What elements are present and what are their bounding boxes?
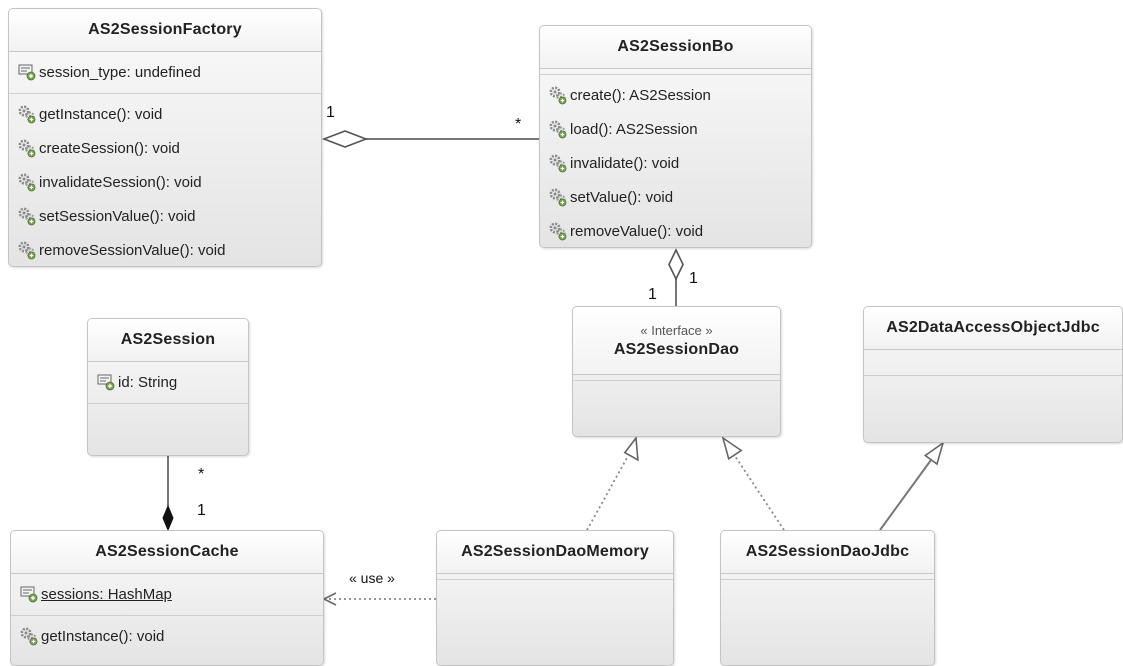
operations-compartment	[864, 376, 1122, 396]
attribute-row[interactable]: sessions: HashMap	[19, 577, 323, 611]
operation-row[interactable]: setValue(): void	[548, 180, 811, 214]
operations-compartment	[721, 580, 934, 600]
operation-text: getInstance(): void	[39, 105, 163, 123]
class-as2session[interactable]: AS2Session id: String	[87, 318, 249, 456]
multiplicity-bo-dao-target: 1	[689, 270, 698, 287]
class-as2sessioncache[interactable]: AS2SessionCache sessions: HashMap getIns…	[10, 530, 324, 666]
multiplicity-session-cache-source: *	[198, 466, 205, 483]
class-as2sessionbo[interactable]: AS2SessionBo create(): AS2Session load()…	[539, 25, 812, 248]
attributes-compartment	[721, 574, 934, 580]
gear-icon	[548, 221, 568, 241]
edge-memory-cache-use	[322, 592, 436, 606]
attributes-compartment	[864, 350, 1122, 376]
field-icon	[17, 62, 37, 82]
operations-compartment	[437, 580, 673, 600]
gear-icon	[17, 138, 37, 158]
operation-row[interactable]: removeValue(): void	[548, 214, 811, 248]
operation-text: removeSessionValue(): void	[39, 241, 226, 259]
class-as2dataaccessobjectjdbc[interactable]: AS2DataAccessObjectJdbc	[863, 306, 1123, 443]
edge-jdbc-dao-realization	[721, 436, 785, 531]
operation-row[interactable]: getInstance(): void	[17, 97, 321, 131]
class-name: AS2Session	[120, 331, 216, 348]
class-as2sessiondaomemory[interactable]: AS2SessionDaoMemory	[436, 530, 674, 666]
class-name: AS2SessionDaoJdbc	[745, 543, 910, 560]
gear-icon	[17, 104, 37, 124]
operations-compartment: create(): AS2Session load(): AS2Session …	[540, 75, 811, 248]
attribute-text: id: String	[118, 373, 178, 391]
edge-memory-dao-realization	[586, 435, 639, 531]
operation-text: getInstance(): void	[41, 627, 165, 645]
class-name: AS2SessionCache	[95, 543, 239, 560]
edge-bo-dao	[668, 248, 684, 306]
class-name: AS2SessionDaoMemory	[461, 543, 649, 560]
gear-icon	[17, 240, 37, 260]
attribute-row[interactable]: session_type: undefined	[17, 55, 321, 89]
attributes-compartment: session_type: undefined	[9, 52, 321, 94]
operation-row[interactable]: invalidate(): void	[548, 146, 811, 180]
operation-row[interactable]: invalidateSession(): void	[17, 165, 321, 199]
aggregation-diamond	[668, 248, 684, 281]
field-icon	[96, 372, 116, 392]
interface-as2sessiondao[interactable]: « Interface » AS2SessionDao	[572, 306, 781, 437]
attribute-text: sessions: HashMap	[41, 585, 172, 603]
multiplicity-bo-dao-source: 1	[648, 286, 657, 303]
attribute-text: session_type: undefined	[39, 63, 201, 81]
generalization-arrowhead	[923, 441, 945, 466]
operation-row[interactable]: createSession(): void	[17, 131, 321, 165]
composition-diamond	[162, 504, 174, 532]
operations-compartment	[88, 404, 248, 424]
class-as2sessionfactory[interactable]: AS2SessionFactory session_type: undefine…	[8, 8, 322, 267]
class-as2sessiondaojdbc[interactable]: AS2SessionDaoJdbc	[720, 530, 935, 666]
attribute-row[interactable]: id: String	[96, 365, 248, 399]
operation-text: load(): AS2Session	[570, 120, 698, 138]
multiplicity-factory-bo-source: 1	[326, 104, 335, 121]
gear-icon	[548, 153, 568, 173]
gear-icon	[548, 85, 568, 105]
operation-text: create(): AS2Session	[570, 86, 711, 104]
gear-icon	[17, 172, 37, 192]
operation-row[interactable]: load(): AS2Session	[548, 112, 811, 146]
realization-arrowhead	[623, 435, 639, 462]
dependency-arrowhead	[322, 592, 337, 606]
class-name: AS2SessionDao	[613, 340, 740, 358]
gear-icon	[548, 119, 568, 139]
gear-icon	[17, 206, 37, 226]
edge-jdbc-base-generalization	[879, 441, 945, 531]
operations-compartment	[573, 381, 780, 401]
attributes-compartment	[540, 69, 811, 75]
multiplicity-factory-bo-target: *	[515, 116, 522, 133]
stereotype-label: « Interface »	[640, 322, 713, 338]
operation-text: invalidate(): void	[570, 154, 680, 172]
operation-row[interactable]: getInstance(): void	[19, 619, 323, 653]
operation-text: createSession(): void	[39, 139, 180, 157]
operation-row[interactable]: removeSessionValue(): void	[17, 233, 321, 267]
multiplicity-session-cache-target: 1	[197, 502, 206, 519]
gear-icon	[548, 187, 568, 207]
operation-row[interactable]: create(): AS2Session	[548, 78, 811, 112]
use-dependency-label: « use »	[349, 570, 395, 586]
aggregation-diamond	[321, 130, 369, 148]
attributes-compartment	[573, 375, 780, 381]
attributes-compartment: sessions: HashMap	[11, 574, 323, 616]
attributes-compartment	[437, 574, 673, 580]
field-icon	[19, 584, 39, 604]
class-name: AS2SessionFactory	[88, 21, 242, 38]
gear-icon	[19, 626, 39, 646]
operations-compartment: getInstance(): void	[11, 616, 323, 657]
operation-text: removeValue(): void	[570, 222, 704, 240]
edge-factory-bo	[321, 130, 539, 148]
operation-row[interactable]: setSessionValue(): void	[17, 199, 321, 233]
class-name: AS2SessionBo	[617, 38, 734, 55]
realization-arrowhead	[721, 436, 743, 461]
operation-text: invalidateSession(): void	[39, 173, 202, 191]
operations-compartment: getInstance(): void createSession(): voi…	[9, 94, 321, 267]
operation-text: setSessionValue(): void	[39, 207, 196, 225]
operation-text: setValue(): void	[570, 188, 674, 206]
class-name: AS2DataAccessObjectJdbc	[886, 319, 1100, 336]
attributes-compartment: id: String	[88, 362, 248, 404]
edge-session-cache	[162, 456, 174, 532]
